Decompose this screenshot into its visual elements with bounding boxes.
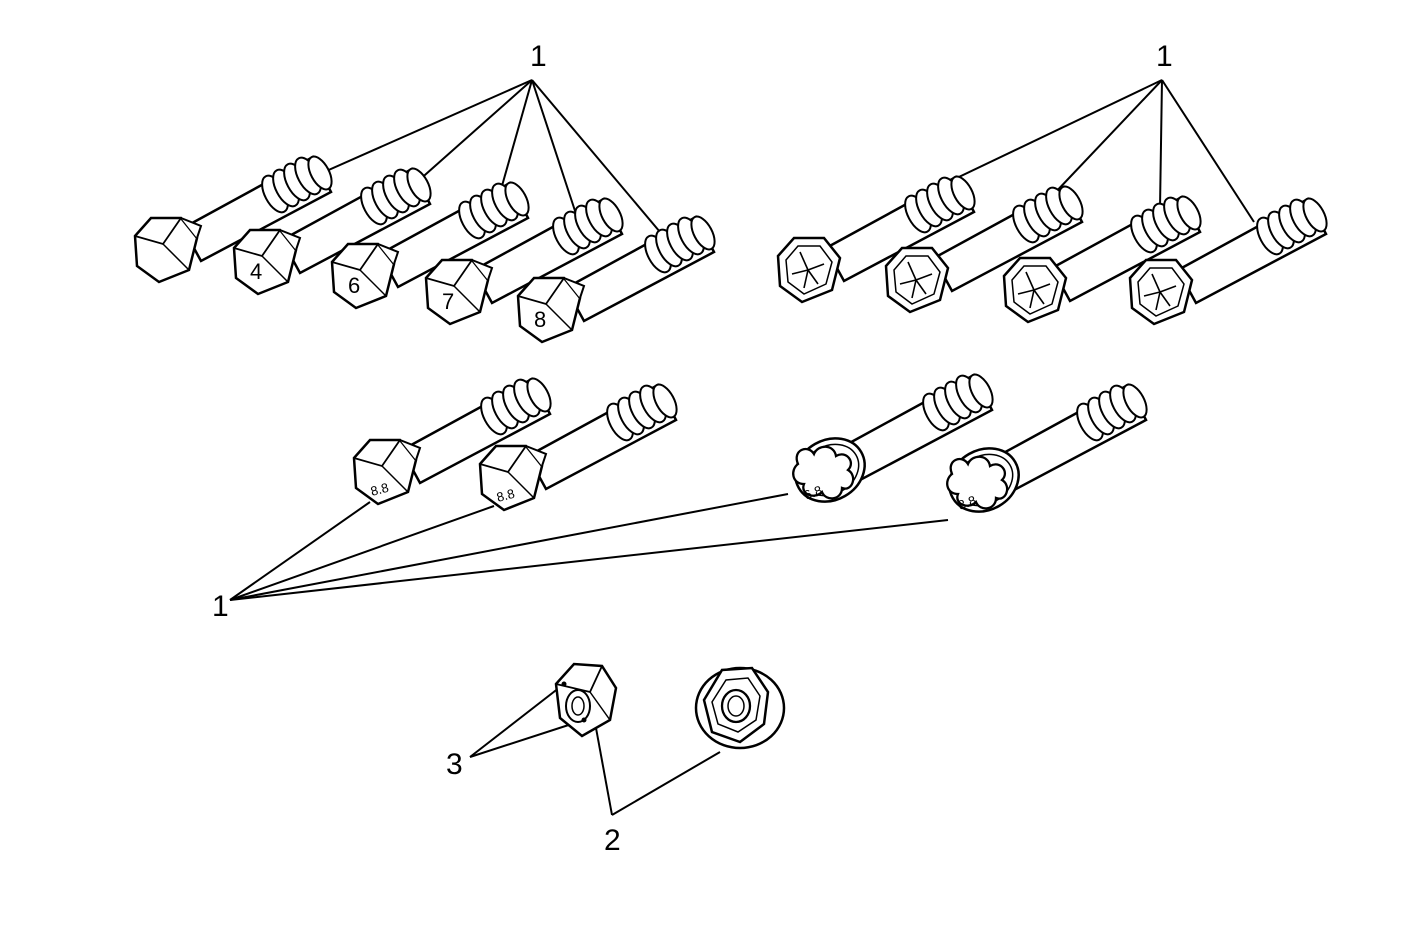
grade-radial-lines-icon bbox=[1002, 256, 1068, 324]
metric-bolt-class-8: 8 bbox=[516, 211, 721, 344]
metric-bolt-class-4: 4 bbox=[232, 163, 437, 296]
property-class-mark: 6.8 bbox=[802, 483, 824, 503]
property-class-bolt-2: 8.8 bbox=[478, 379, 683, 512]
callout-3-nut-marks: 3 bbox=[446, 748, 463, 781]
grade-radial-lines-icon bbox=[884, 246, 950, 314]
flange-bolt-1: 6.8 bbox=[782, 369, 999, 516]
flange-bolt-2: 8.8 bbox=[936, 379, 1153, 526]
bolt-class-mark: 6 bbox=[348, 273, 360, 298]
bolt-class-mark: 7 bbox=[442, 289, 454, 314]
metric-bolt-class-6: 6 bbox=[330, 177, 535, 310]
bolt-class-mark: 8 bbox=[534, 307, 546, 332]
grade-radial-lines-icon bbox=[1128, 258, 1194, 326]
hex-nut-icon bbox=[554, 662, 618, 738]
metric-bolt-class-7: 7 bbox=[424, 193, 629, 326]
flange-nut-icon bbox=[694, 666, 786, 750]
leader-lines bbox=[229, 79, 1255, 816]
callout-2-nuts: 2 bbox=[604, 824, 621, 857]
bolt-class-mark: 4 bbox=[250, 259, 262, 284]
property-class-mark: 8.8 bbox=[369, 480, 390, 499]
grade-radial-lines-icon bbox=[776, 236, 842, 304]
property-class-bolt-1: 8.8 bbox=[352, 373, 557, 506]
property-class-mark: 8.8 bbox=[956, 493, 978, 513]
property-class-mark: 8.8 bbox=[495, 486, 516, 505]
callout-1-inch-bolts: 1 bbox=[1156, 40, 1173, 73]
callout-1-metric-bolts: 1 bbox=[530, 40, 547, 73]
callout-1-property-class-bolts: 1 bbox=[212, 590, 229, 623]
